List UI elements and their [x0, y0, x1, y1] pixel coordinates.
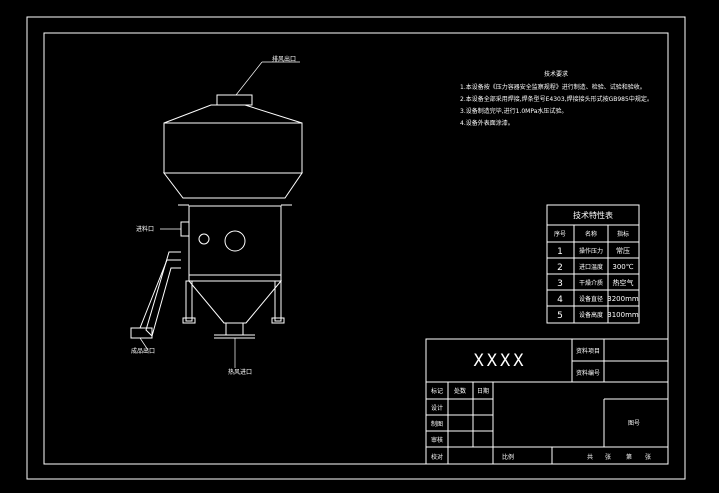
sheet-no-prefix: 第	[626, 453, 632, 461]
spec-row-5-value: 3100mm	[607, 311, 639, 319]
rev-header-mark: 标记	[431, 387, 443, 395]
sheet-total-suffix: 张	[605, 453, 611, 461]
requirement-item-2: 2.本设备全部采用焊接,焊条型号E4303,焊接接头形式按GB985中规定。	[460, 95, 653, 103]
spec-row-4-name: 设备直径	[579, 295, 603, 303]
sheet-no-suffix: 张	[645, 453, 651, 461]
spec-row-4-no: 4	[557, 295, 563, 305]
requirement-item-4: 4.设备外表面涂漆。	[460, 119, 514, 127]
rev-header-date: 日期	[477, 387, 489, 395]
spec-row-2-name: 进口温度	[579, 263, 603, 271]
label-side-inlet: 进料口	[136, 225, 154, 233]
role-check: 校对	[431, 453, 443, 461]
spec-row-1-value: 常压	[616, 246, 630, 255]
spec-row-5-no: 5	[557, 311, 563, 321]
dryer-equipment: 排风出口 进料口 成品出口 热风进口	[130, 55, 303, 376]
spec-table-title: 技术特性表	[573, 210, 613, 220]
spec-row-2-value: 300℃	[612, 263, 633, 271]
transition-cone	[162, 172, 303, 199]
support-leg-left	[185, 280, 193, 322]
sight-glass-small	[198, 233, 210, 245]
role-draw: 制图	[431, 420, 443, 428]
side-inlet-nozzle	[180, 221, 190, 237]
label-bottom-inlet: 热风进口	[228, 368, 252, 376]
requirements-title: 技术要求	[544, 70, 568, 78]
outer-frame	[26, 16, 686, 480]
label-bottom-outlet: 成品出口	[131, 347, 155, 355]
requirement-item-3: 3.设备制造完毕,进行1.0MPa水压试验。	[460, 107, 567, 115]
spec-row-5-name: 设备高度	[579, 311, 603, 319]
bottom-cone	[187, 280, 283, 324]
spec-row-1-no: 1	[557, 247, 563, 257]
spec-table: 技术特性表 序号 名称 指标 1 操作压力 常压 2 进口温度 300℃ 3 干…	[546, 204, 640, 324]
remark-label: 图号	[628, 420, 640, 427]
sheet-total-prefix: 共	[587, 453, 593, 461]
support-leg-right	[274, 280, 282, 322]
drawing-title: XXXX	[474, 351, 527, 371]
requirement-item-1: 1.本设备按《压力容器安全监察规程》进行制造、检验、试验和验收。	[460, 83, 646, 91]
spec-header-no: 序号	[554, 230, 566, 238]
discharge-chute	[130, 251, 181, 351]
field-number: 资料编号	[576, 369, 600, 377]
label-top-outlet: 排风出口	[272, 55, 296, 63]
field-project: 资料项目	[576, 347, 600, 355]
role-design: 设计	[431, 404, 443, 412]
top-cone	[163, 104, 303, 124]
spec-row-2-no: 2	[557, 263, 563, 273]
spec-row-3-value: 热空气	[613, 278, 634, 287]
spec-row-1-name: 操作压力	[579, 247, 603, 255]
top-outlet-nozzle	[216, 94, 253, 106]
bottom-outlet-flange	[225, 322, 244, 336]
title-block: XXXX 资料项目 资料编号 标记 处数 日期 设计 制图 审核 校对 图号 比…	[425, 338, 669, 465]
spec-row-3-no: 3	[557, 279, 563, 289]
top-outlet-leader	[235, 61, 263, 96]
rev-header-count: 处数	[454, 387, 466, 395]
upper-shell	[163, 122, 303, 174]
spec-row-3-name: 干燥介质	[579, 279, 603, 287]
spec-header-value: 指标	[617, 230, 629, 238]
scale-label: 比例	[502, 453, 514, 461]
technical-requirements: 技术要求 1.本设备按《压力容器安全监察规程》进行制造、检验、试验和验收。 2.…	[460, 70, 653, 127]
spec-header-name: 名称	[585, 230, 597, 238]
manhole	[224, 230, 246, 252]
bottom-outlet-leader	[139, 337, 149, 351]
role-review: 审核	[431, 436, 443, 444]
inner-frame	[43, 32, 669, 465]
spec-row-4-value: 3200mm	[607, 295, 639, 303]
